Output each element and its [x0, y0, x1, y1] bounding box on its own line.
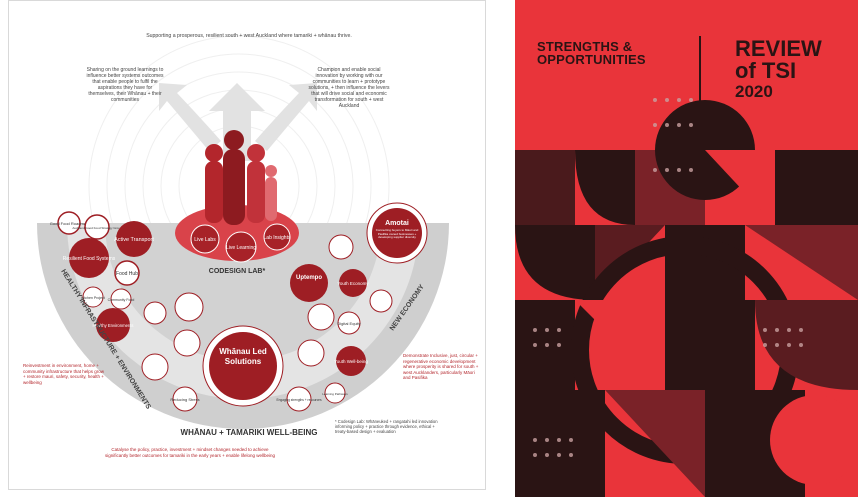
left-note: Reinvestment in environment, home + comm…: [23, 363, 105, 385]
up-arrows: [159, 83, 317, 161]
footnote: * Codesign Lab: Whāneuked + rangatahi le…: [335, 419, 438, 434]
node-amotai: Amotai: [385, 220, 409, 227]
node-good-food: Good Food Roadmap: [50, 221, 89, 226]
node-kitchen-project: Kitchen Project: [81, 296, 105, 300]
right-nodes: Amotai Connecting buyers to Māori and Pa…: [276, 202, 428, 412]
report-cover-panel: STRENGTHS & OPPORTUNITIES REVIEW of TSI …: [515, 0, 858, 497]
cover-subtitle: of TSI: [735, 58, 797, 83]
node-learning-pathways: Learning Pathways: [322, 392, 348, 396]
tsi-diagram-panel: Live Labs Live Learning Lab Insights COD…: [8, 0, 486, 490]
arc-bottom-label: WHĀNAU + TAMARIKI WELL-BEING: [181, 428, 318, 437]
footnote-box: * Codesign Lab: Whāneuked + rangatahi le…: [335, 419, 438, 434]
right-note-box: Demonstrate Inclusive, just, circular + …: [403, 353, 479, 380]
node-community-food: Community Food: [108, 298, 135, 302]
center-node: Whānau Led Solutions: [202, 325, 284, 407]
node-active-transport: Active Transport: [114, 237, 154, 243]
node-food-hub: Food Hub: [116, 271, 138, 277]
cover-year: 2020: [735, 82, 773, 101]
tsi-diagram: Live Labs Live Learning Lab Insights COD…: [23, 33, 479, 458]
cover-title: REVIEW: [735, 36, 822, 61]
node-youth-wellbeing: Youth Well-being: [334, 359, 368, 364]
right-caption-box: Champion and enable social innovation by…: [308, 67, 390, 109]
node-reducing-stress: Reducing Stress: [170, 397, 199, 402]
bottom-note-box: Catalyse the policy, practice, investmen…: [105, 447, 275, 458]
node-uptempo: Uptempo: [296, 275, 322, 281]
node-resilient-food: Resilient Food Systems: [63, 256, 116, 262]
left-note-box: Reinvestment in environment, home + comm…: [23, 363, 105, 385]
node-digital-equity: Digital Equity: [337, 321, 360, 326]
node-youth-economy: Youth Economy: [337, 281, 369, 286]
left-caption-box: Sharing on the ground learnings to influ…: [86, 67, 164, 103]
node-amotai-desc: Connecting buyers to Māori and Pasifika …: [375, 229, 419, 240]
node-engaging-strengths: Engaging strengths + resources: [276, 398, 322, 402]
codesign-node-lab-insights: Lab Insights: [264, 235, 291, 241]
codesign-node-live-learning: Live Learning: [226, 245, 256, 251]
left-nodes: Good Food Roadmap Auckland Good Food Str…: [50, 211, 204, 412]
cover-heading: STRENGTHS & OPPORTUNITIES: [537, 39, 646, 67]
codesign-node-live-labs: Live Labs: [194, 237, 216, 243]
top-caption: Supporting a prosperous, resilient south…: [146, 33, 352, 39]
cover-pattern: [515, 98, 858, 497]
node-auckland-food: Auckland Good Food Strategy Group: [72, 226, 122, 230]
center-node-label: Whānau Led Solutions: [219, 347, 267, 366]
left-caption: Sharing on the ground learnings to influ…: [86, 67, 164, 103]
right-note: Demonstrate Inclusive, just, circular + …: [403, 353, 479, 380]
codesign-lab: Live Labs Live Learning Lab Insights COD…: [190, 223, 291, 275]
cover-divider: [699, 36, 701, 128]
codesign-label: CODESIGN LAB*: [209, 268, 266, 275]
right-caption: Champion and enable social innovation by…: [308, 67, 390, 109]
node-healthy-environments: Healthy Environments: [93, 323, 134, 328]
bottom-note: Catalyse the policy, practice, investmen…: [105, 447, 275, 458]
